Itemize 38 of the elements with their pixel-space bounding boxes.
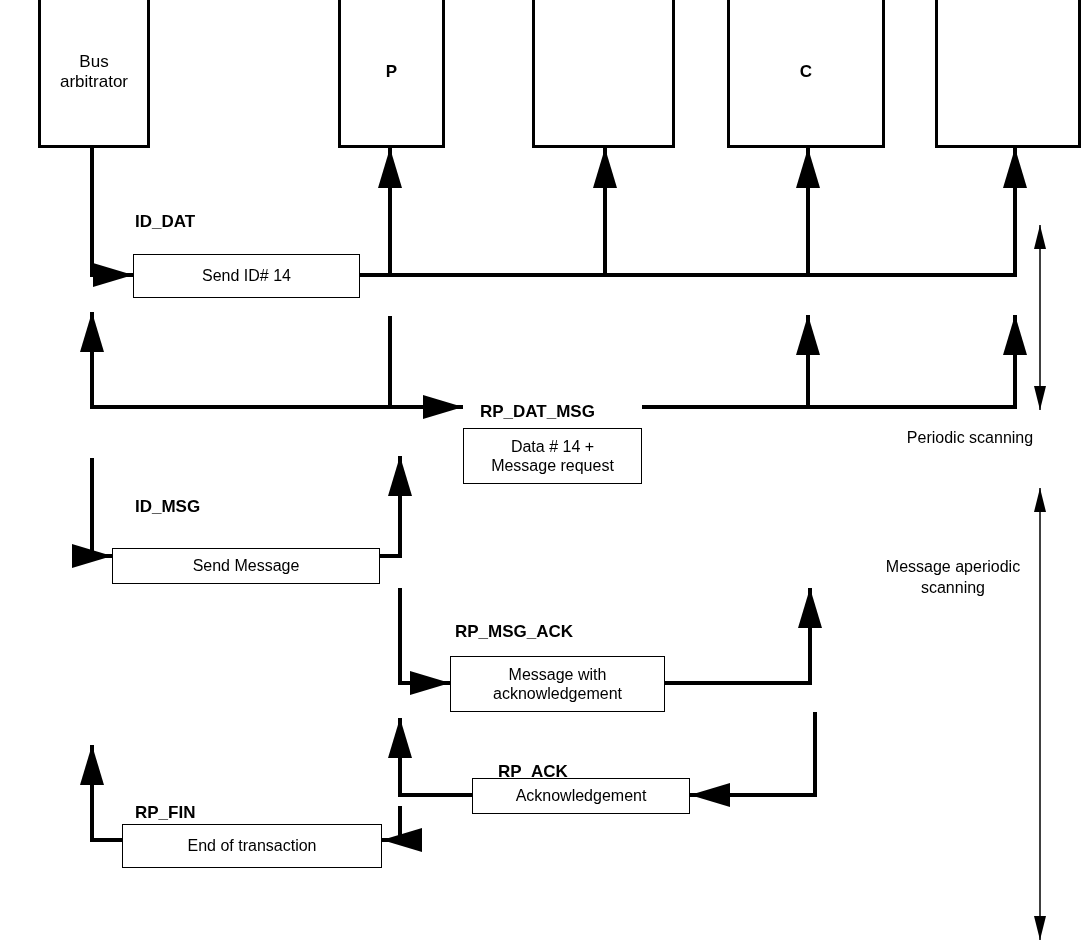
arrow xyxy=(380,456,412,558)
message-box xyxy=(463,428,642,484)
message-box xyxy=(450,656,665,712)
message-text: Send Message xyxy=(191,556,301,576)
station-name: C xyxy=(798,61,814,83)
station-box xyxy=(38,0,150,148)
frame-name: RP_ACK xyxy=(498,762,568,782)
frame-name: RP_MSG_ACK xyxy=(455,622,574,642)
scan-label: Periodic scanning xyxy=(905,428,1035,448)
arrow xyxy=(72,458,112,568)
arrow xyxy=(690,712,817,807)
station-name: Bus arbitrator xyxy=(59,51,129,93)
arrow xyxy=(665,588,822,685)
arrow xyxy=(90,148,133,287)
message-text: Send ID# 14 xyxy=(201,266,292,286)
message-text: Acknowledgement xyxy=(514,786,648,806)
station-box xyxy=(338,0,445,148)
station-box xyxy=(935,0,1081,148)
message-text: Data # 14 + Message request xyxy=(490,436,615,476)
arrow xyxy=(642,315,1027,409)
message-text: End of transaction xyxy=(186,836,318,856)
scan-label: Message aperiodic scanning xyxy=(884,557,1022,598)
arrow xyxy=(382,806,422,852)
station-name: P xyxy=(384,61,399,83)
arrow xyxy=(388,718,472,797)
station-box xyxy=(727,0,885,148)
message-box xyxy=(472,778,690,814)
message-box xyxy=(122,824,382,868)
frame-name: ID_MSG xyxy=(135,497,201,517)
arrow xyxy=(80,745,122,842)
frame-name: RP_FIN xyxy=(135,803,196,823)
message-box xyxy=(112,548,380,584)
frame-name: RP_DAT_MSG xyxy=(480,402,595,422)
arrow xyxy=(398,588,450,695)
station-box xyxy=(532,0,675,148)
frame-name: ID_DAT xyxy=(135,212,196,232)
message-box xyxy=(133,254,360,298)
message-text: Message with acknowledgement xyxy=(492,664,623,704)
